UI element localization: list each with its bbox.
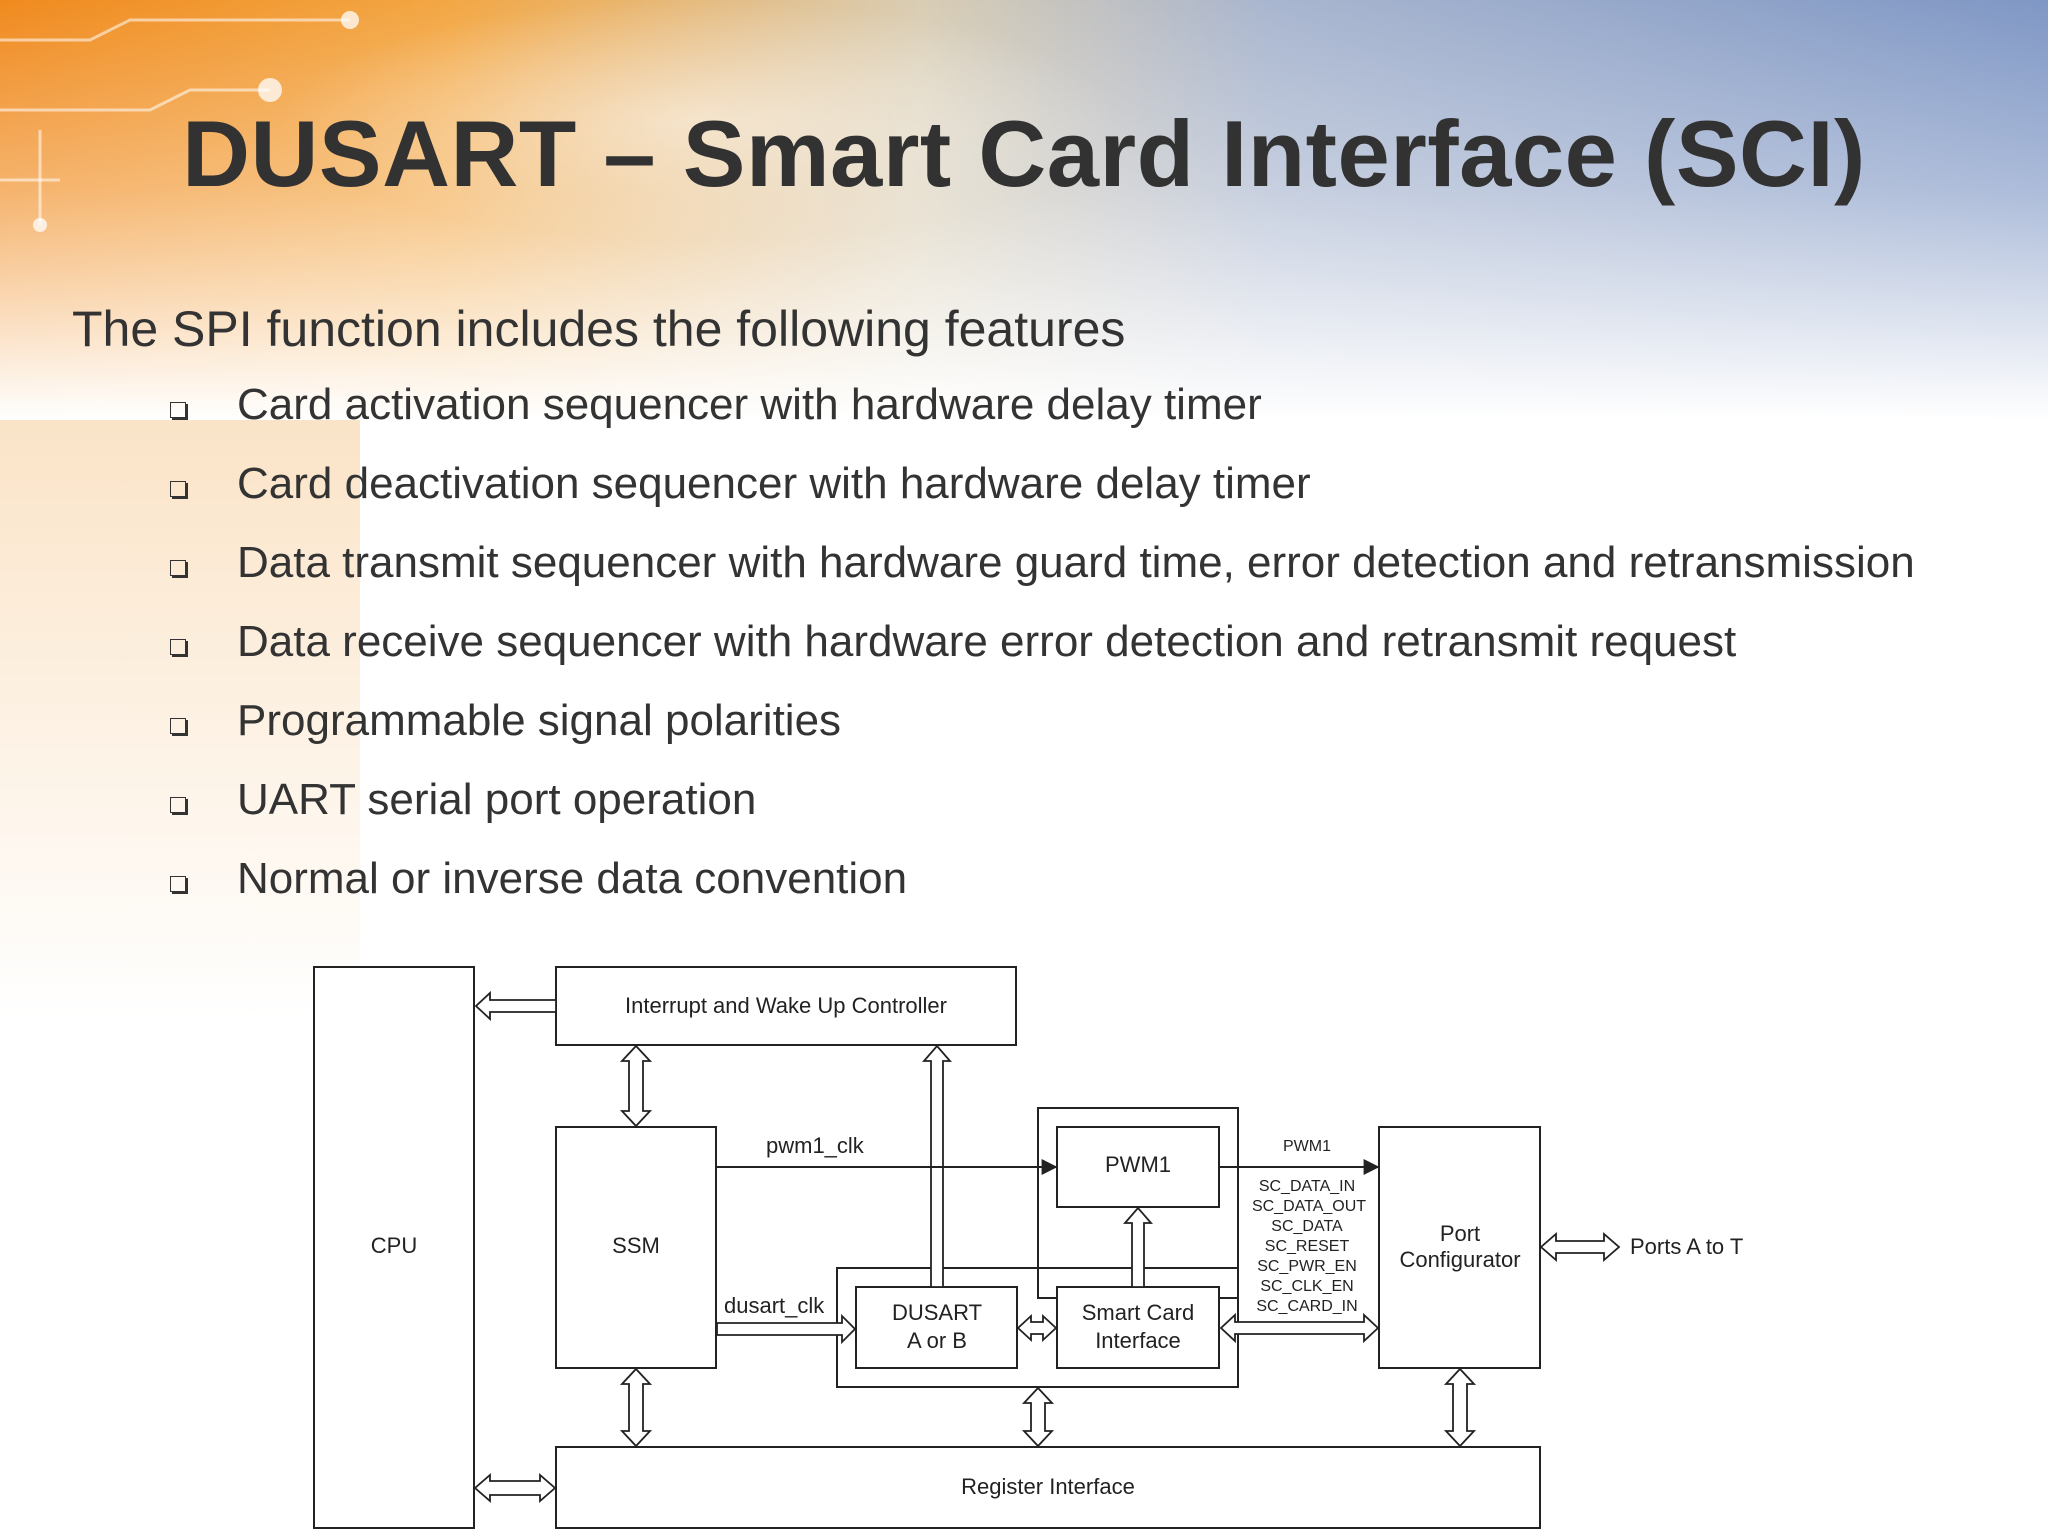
port-register-arrow [1443,1367,1477,1448]
signal-label: SC_DATA [1271,1218,1343,1235]
dusart-register-arrow [1021,1386,1055,1448]
square-bullet-icon [170,639,186,655]
dusart-clk-arrow [716,1313,857,1345]
dusart-label-line2: A or B [907,1328,967,1353]
feature-text: Card activation sequencer with hardware … [237,380,1262,429]
register-interface-label: Register Interface [961,1474,1135,1499]
signal-label: SC_DATA_IN [1259,1178,1355,1195]
square-bullet-icon [170,560,186,576]
feature-item: Data receive sequencer with hardware err… [170,617,1915,696]
register-interface-block [555,1446,1541,1529]
ports-label: Ports A to T [1630,1234,1743,1259]
feature-item: Card deactivation sequencer with hardwar… [170,459,1915,538]
feature-text: Normal or inverse data convention [237,854,908,903]
signal-label: SC_PWR_EN [1257,1258,1357,1275]
ssm-register-arrow [619,1367,653,1448]
sci-label-line1: Smart Card [1082,1300,1194,1325]
port-configurator-block [1378,1126,1541,1369]
sci-to-pwm1-arrow [1123,1206,1153,1288]
pwm1-signal-label: PWM1 [1283,1138,1331,1155]
square-bullet-icon [170,718,186,734]
feature-text: Programmable signal polarities [237,696,842,745]
feature-text: Data receive sequencer with hardware err… [237,617,1737,666]
slide-title: DUSART – Smart Card Interface (SCI) [182,101,1866,206]
interrupt-ssm-arrow [619,1044,653,1128]
dusart-sci-arrow [1016,1313,1058,1343]
ssm-label: SSM [612,1233,660,1258]
feature-item: Data transmit sequencer with hardware gu… [170,538,1915,617]
pwm1-label: PWM1 [1105,1152,1171,1177]
sci-port-arrow [1219,1312,1380,1344]
feature-item: Normal or inverse data convention [170,854,1915,933]
feature-text: Card deactivation sequencer with hardwar… [237,459,1311,508]
cpu-block [313,966,475,1529]
interrupt-controller-label: Interrupt and Wake Up Controller [625,993,947,1018]
sci-block-diagram: CPU Interrupt and Wake Up Controller SSM… [313,966,1743,1529]
intro-text: The SPI function includes the following … [72,301,1126,357]
feature-text: Data transmit sequencer with hardware gu… [237,538,1915,587]
dusart-label-line1: DUSART [892,1300,982,1325]
square-bullet-icon [170,402,186,418]
square-bullet-icon [170,876,186,892]
square-bullet-icon [170,481,186,497]
smart-card-interface-block [1056,1286,1220,1369]
pwm1-block [1056,1126,1220,1208]
register-cpu-arrow [473,1473,557,1503]
sci-label-line2: Interface [1095,1328,1181,1353]
ssm-block [555,1126,717,1369]
feature-list: Card activation sequencer with hardware … [170,380,1915,933]
signal-label: SC_CLK_EN [1260,1278,1353,1295]
interrupt-to-cpu-arrow [474,990,557,1022]
port-label-line1: Port [1440,1221,1480,1246]
dusart-clk-label: dusart_clk [724,1293,825,1318]
signal-label: SC_CARD_IN [1256,1298,1357,1315]
feature-item: Programmable signal polarities [170,696,1915,775]
feature-item: Card activation sequencer with hardware … [170,380,1915,459]
signal-label: SC_DATA_OUT [1252,1198,1366,1215]
feature-item: UART serial port operation [170,775,1915,854]
square-bullet-icon [170,797,186,813]
port-label-line2: Configurator [1399,1247,1520,1272]
feature-text: UART serial port operation [237,775,757,824]
pwm1-clk-label: pwm1_clk [766,1133,865,1158]
port-external-arrow [1539,1232,1621,1262]
cpu-label: CPU [371,1233,417,1258]
signal-label: SC_RESET [1265,1238,1350,1255]
